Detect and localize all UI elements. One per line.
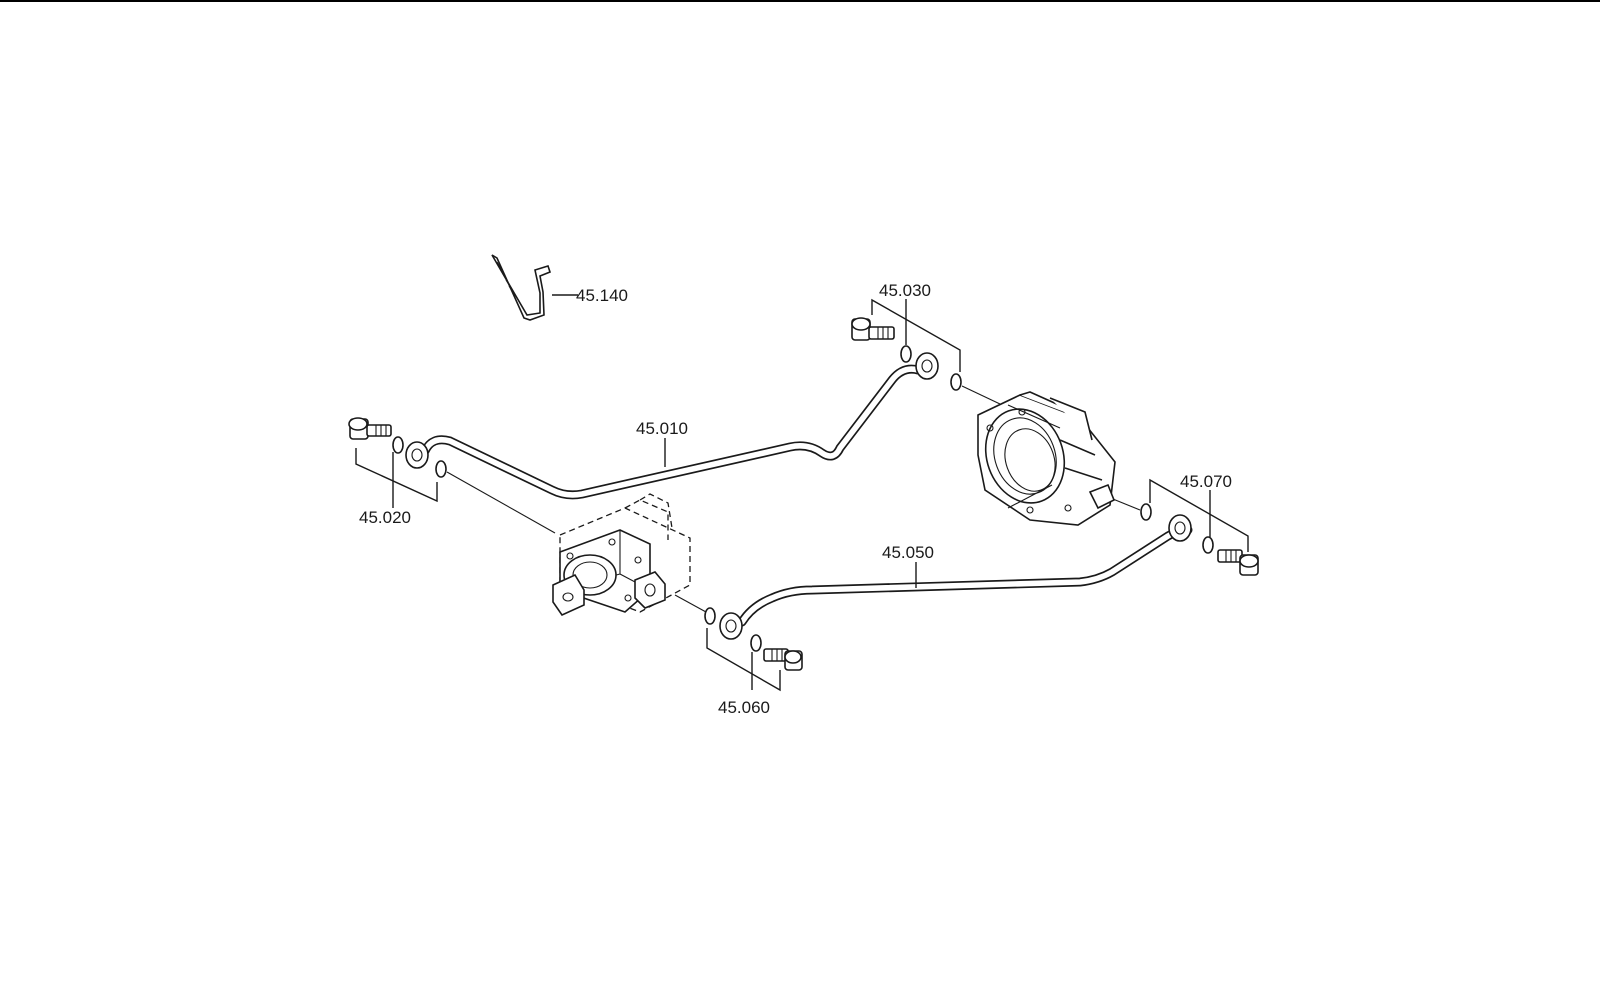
seal-ring-left-1 xyxy=(392,436,404,454)
pipe-45050 xyxy=(737,525,1193,627)
bracket-45030 xyxy=(871,298,961,372)
pipe-45010 xyxy=(420,364,923,500)
top-border-line xyxy=(0,0,1600,2)
banjo-bolt-bottom xyxy=(763,648,803,671)
hose-clamp-part xyxy=(491,254,551,321)
bracket-45020 xyxy=(355,448,438,503)
seal-ring-top-2 xyxy=(950,373,962,391)
banjo-bolt-top xyxy=(851,317,895,341)
gear-housing xyxy=(977,391,1116,526)
part-label-45050[interactable]: 45.050 xyxy=(882,543,934,562)
seal-ring-right-1 xyxy=(1140,503,1152,521)
part-label-45010[interactable]: 45.010 xyxy=(636,419,688,438)
seal-ring-bottom-2 xyxy=(750,634,762,652)
bracket-45070 xyxy=(1149,478,1249,552)
banjo-fitting-top xyxy=(915,352,939,380)
part-label-45070[interactable]: 45.070 xyxy=(1180,472,1232,491)
banjo-fitting-left xyxy=(405,441,429,469)
banjo-bolt-left xyxy=(348,417,392,440)
seal-ring-right-2 xyxy=(1202,536,1214,554)
bracket-45060 xyxy=(706,628,781,692)
assembly-line-bottom xyxy=(674,594,707,613)
part-label-45030[interactable]: 45.030 xyxy=(879,281,931,300)
seal-ring-bottom-1 xyxy=(704,607,716,625)
part-label-45060[interactable]: 45.060 xyxy=(718,698,770,717)
banjo-bolt-right xyxy=(1217,549,1259,576)
part-label-45020[interactable]: 45.020 xyxy=(359,508,411,527)
assembly-line-top xyxy=(961,385,1001,405)
pump-housing xyxy=(552,493,691,617)
seal-ring-top-1 xyxy=(900,345,912,363)
banjo-fitting-bottom xyxy=(719,612,743,640)
seal-ring-left-2 xyxy=(435,460,447,478)
banjo-fitting-right xyxy=(1168,514,1192,542)
assembly-line-left xyxy=(446,471,556,534)
part-label-45140[interactable]: 45.140 xyxy=(576,286,628,305)
